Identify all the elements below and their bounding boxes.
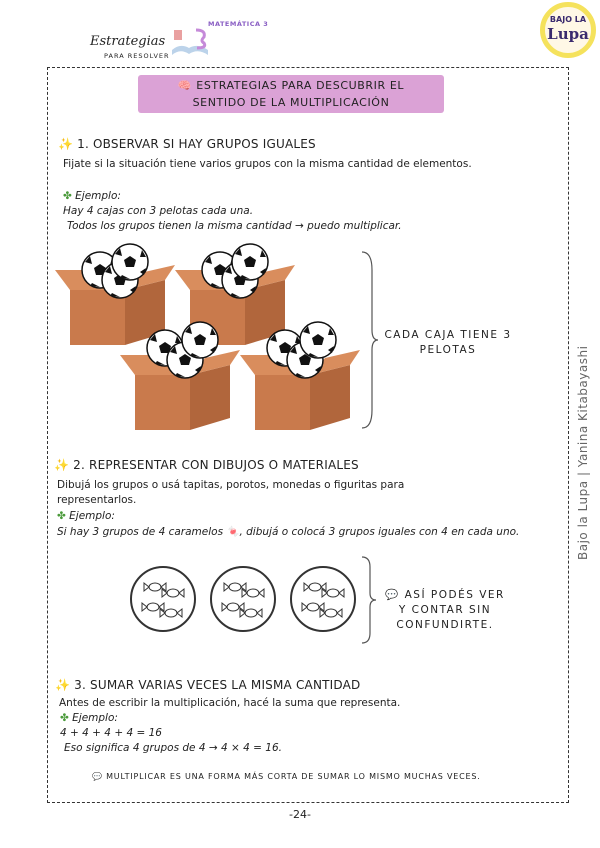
side-credit: Bajo la Lupa | Yanina Kitabayashi (576, 345, 590, 560)
box-1 (55, 243, 175, 345)
candy-group (131, 567, 195, 631)
clover-icon: ✤ (60, 712, 69, 724)
heading-text: 1. OBSERVAR SI HAY GRUPOS IGUALES (77, 137, 316, 151)
section-2-body: Dibujá los grupos o usá tapitas, porotos… (57, 479, 405, 506)
brace-icon (361, 556, 377, 644)
book-badge: MATEMÁTICA 3 (208, 20, 269, 28)
candy-group (211, 567, 275, 631)
heading-text: 2. REPRESENTAR CON DIBUJOS O MATERIALES (73, 458, 359, 472)
candy-groups-illustration (125, 562, 360, 637)
example-label-text: Ejemplo: (69, 510, 115, 522)
clover-icon: ✤ (63, 190, 72, 202)
candy-caption: 💬 ASÍ PODÉS VER Y CONTAR SIN CONFUNDIRTE… (385, 589, 505, 631)
sparkle-icon: ✨ (55, 678, 71, 692)
example-line: Todos los grupos tienen la misma cantida… (67, 220, 402, 232)
example-label: ✤ Ejemplo: (60, 711, 118, 726)
page-number: -24- (289, 808, 311, 821)
summary-note: 💬 MULTIPLICAR ES UNA FORMA MÁS CORTA DE … (92, 772, 481, 781)
brand-subtitle: PARA RESOLVER (104, 52, 170, 60)
clover-icon: ✤ (57, 510, 66, 522)
sparkle-icon: ✨ (54, 458, 70, 472)
example-label-text: Ejemplo: (75, 190, 121, 202)
brace-icon (361, 251, 379, 429)
heading-text: 3. SUMAR VARIAS VECES LA MISMA CANTIDAD (74, 678, 361, 692)
title-line-1: ESTRATEGIAS PARA DESCUBRIR EL (196, 79, 405, 92)
section-3-heading: ✨ 3. SUMAR VARIAS VECES LA MISMA CANTIDA… (55, 678, 361, 693)
section-1-body: Fijate si la situación tiene varios grup… (63, 158, 472, 170)
logo-main-text: Lupa (547, 25, 589, 43)
example-line: Si hay 3 grupos de 4 caramelos 🍬, dibujá… (57, 526, 520, 538)
boxes-caption: CADA CAJA TIENE 3 PELOTAS (384, 329, 512, 356)
section-3-body: Antes de escribir la multiplicación, hac… (59, 697, 401, 709)
example-label: ✤ Ejemplo: (63, 189, 121, 204)
example-line: 4 + 4 + 4 + 4 = 16 (60, 727, 162, 739)
example-label-text: Ejemplo: (72, 712, 118, 724)
boxes-with-balls-illustration (55, 243, 360, 430)
logo-top-text: BAJO LA (549, 15, 587, 24)
example-line: Eso significa 4 grupos de 4 → 4 × 4 = 16… (64, 742, 282, 754)
math-book-icon (170, 28, 210, 58)
section-1-heading: ✨ 1. OBSERVAR SI HAY GRUPOS IGUALES (58, 137, 316, 152)
content-frame (47, 67, 569, 803)
sparkle-icon: ✨ (58, 137, 74, 151)
example-line: Hay 4 cajas con 3 pelotas cada una. (63, 205, 254, 217)
title-line-2: SENTIDO DE LA MULTIPLICACIÓN (192, 96, 390, 109)
brand-title: Estrategias (90, 34, 166, 49)
candy-group (291, 567, 355, 631)
section-2-heading: ✨ 2. REPRESENTAR CON DIBUJOS O MATERIALE… (54, 458, 359, 473)
example-label: ✤ Ejemplo: (57, 509, 115, 524)
